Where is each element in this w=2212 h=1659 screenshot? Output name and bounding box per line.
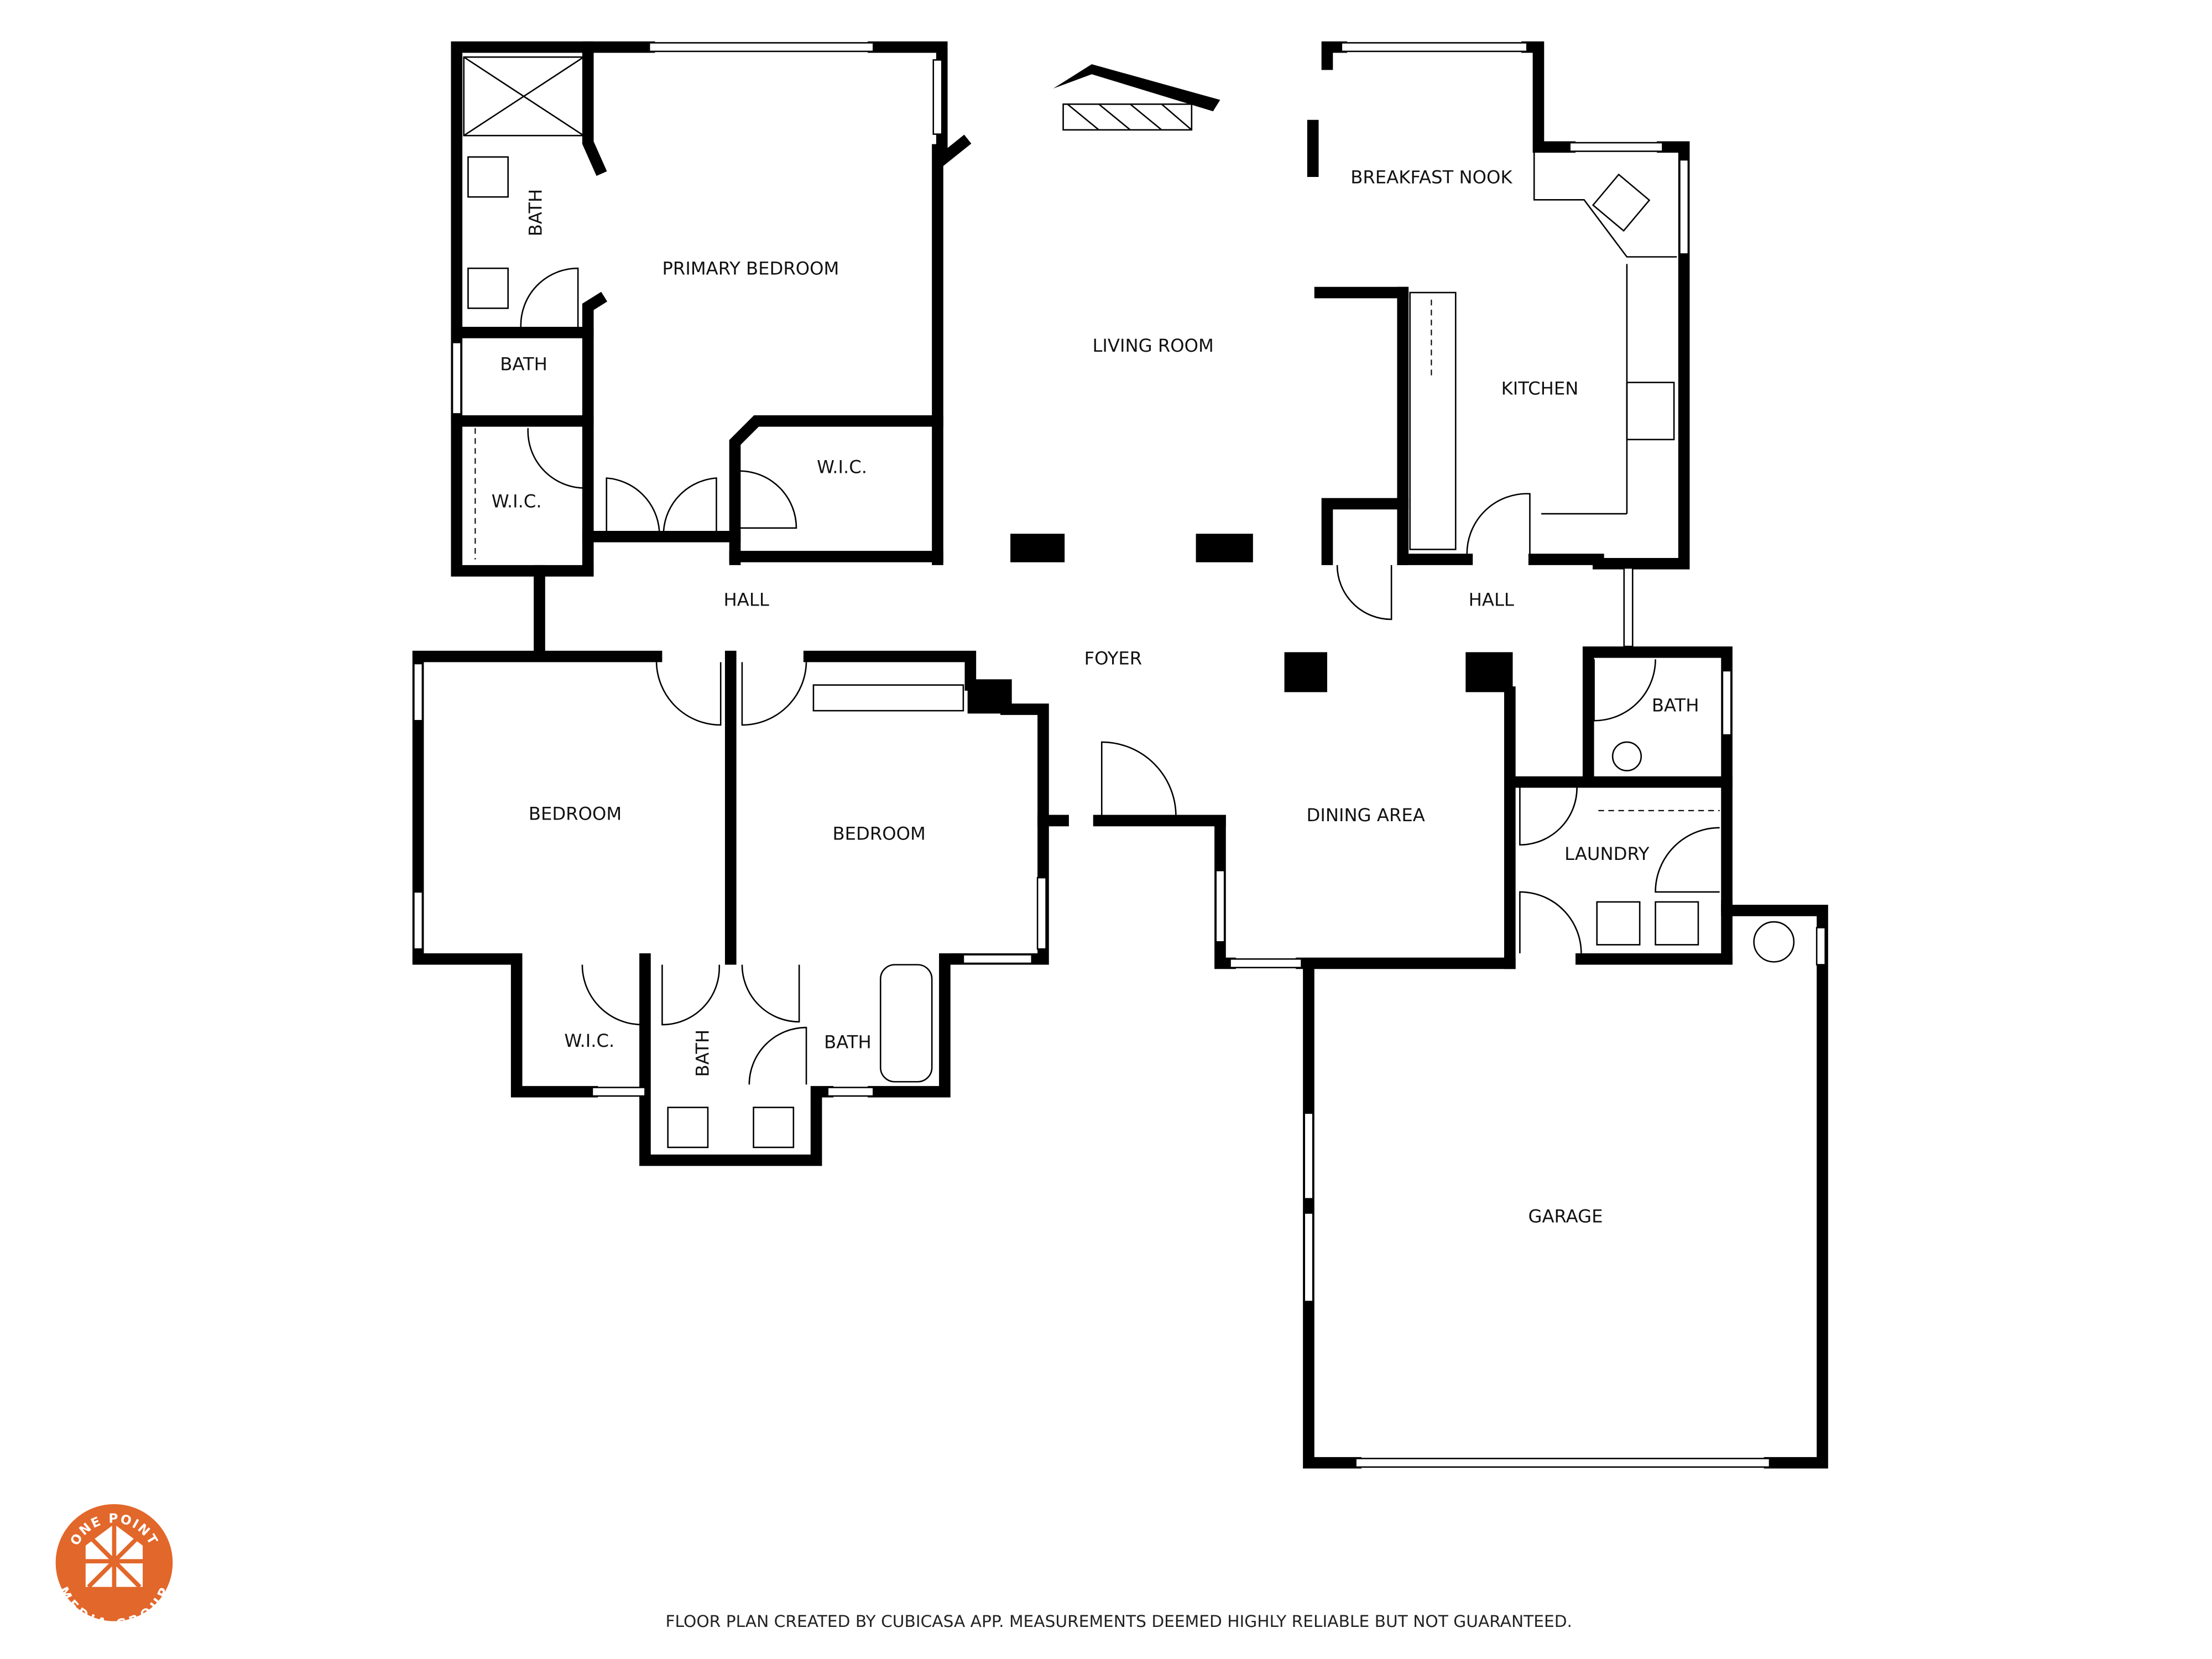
label-laundry: LAUNDRY — [1564, 843, 1650, 864]
label-primary-wic-right: W.I.C. — [817, 456, 867, 477]
fireplace — [1062, 103, 1193, 131]
label-foyer: FOYER — [1084, 648, 1142, 669]
label-half-bath: BATH — [500, 354, 547, 375]
label-living-room: LIVING ROOM — [1092, 335, 1213, 356]
footer-disclaimer: FLOOR PLAN CREATED BY CUBICASA APP. MEAS… — [665, 1611, 1572, 1631]
label-bath-lower-vertical: BATH — [692, 1030, 713, 1077]
windows — [413, 42, 1826, 1468]
label-hall-right: HALL — [1469, 589, 1514, 610]
label-breakfast-nook: BREAKFAST NOOK — [1350, 167, 1512, 188]
label-primary-wic-left: W.I.C. — [492, 491, 542, 512]
label-garage: GARAGE — [1528, 1206, 1603, 1227]
label-kitchen: KITCHEN — [1501, 378, 1579, 399]
label-bedroom-1: BEDROOM — [529, 804, 622, 825]
label-bedroom-2: BEDROOM — [833, 823, 926, 844]
label-primary-bedroom: PRIMARY BEDROOM — [662, 258, 839, 279]
doors — [520, 267, 1720, 1085]
label-hall-left: HALL — [724, 589, 769, 610]
walls — [412, 41, 1828, 1469]
label-dining-area: DINING AREA — [1307, 805, 1425, 826]
bay-roof — [1053, 64, 1220, 112]
fixtures — [463, 56, 1795, 1149]
logo: ONE POINT MEDIA GROUP — [55, 1504, 173, 1632]
label-bath-lower: BATH — [824, 1031, 872, 1052]
label-primary-bath: BATH — [525, 189, 546, 237]
label-wic-lower: W.I.C. — [564, 1030, 614, 1051]
room-labels: PRIMARY BEDROOM BATH BATH W.I.C. W.I.C. … — [492, 167, 1699, 1227]
label-bath-right: BATH — [1652, 695, 1699, 716]
